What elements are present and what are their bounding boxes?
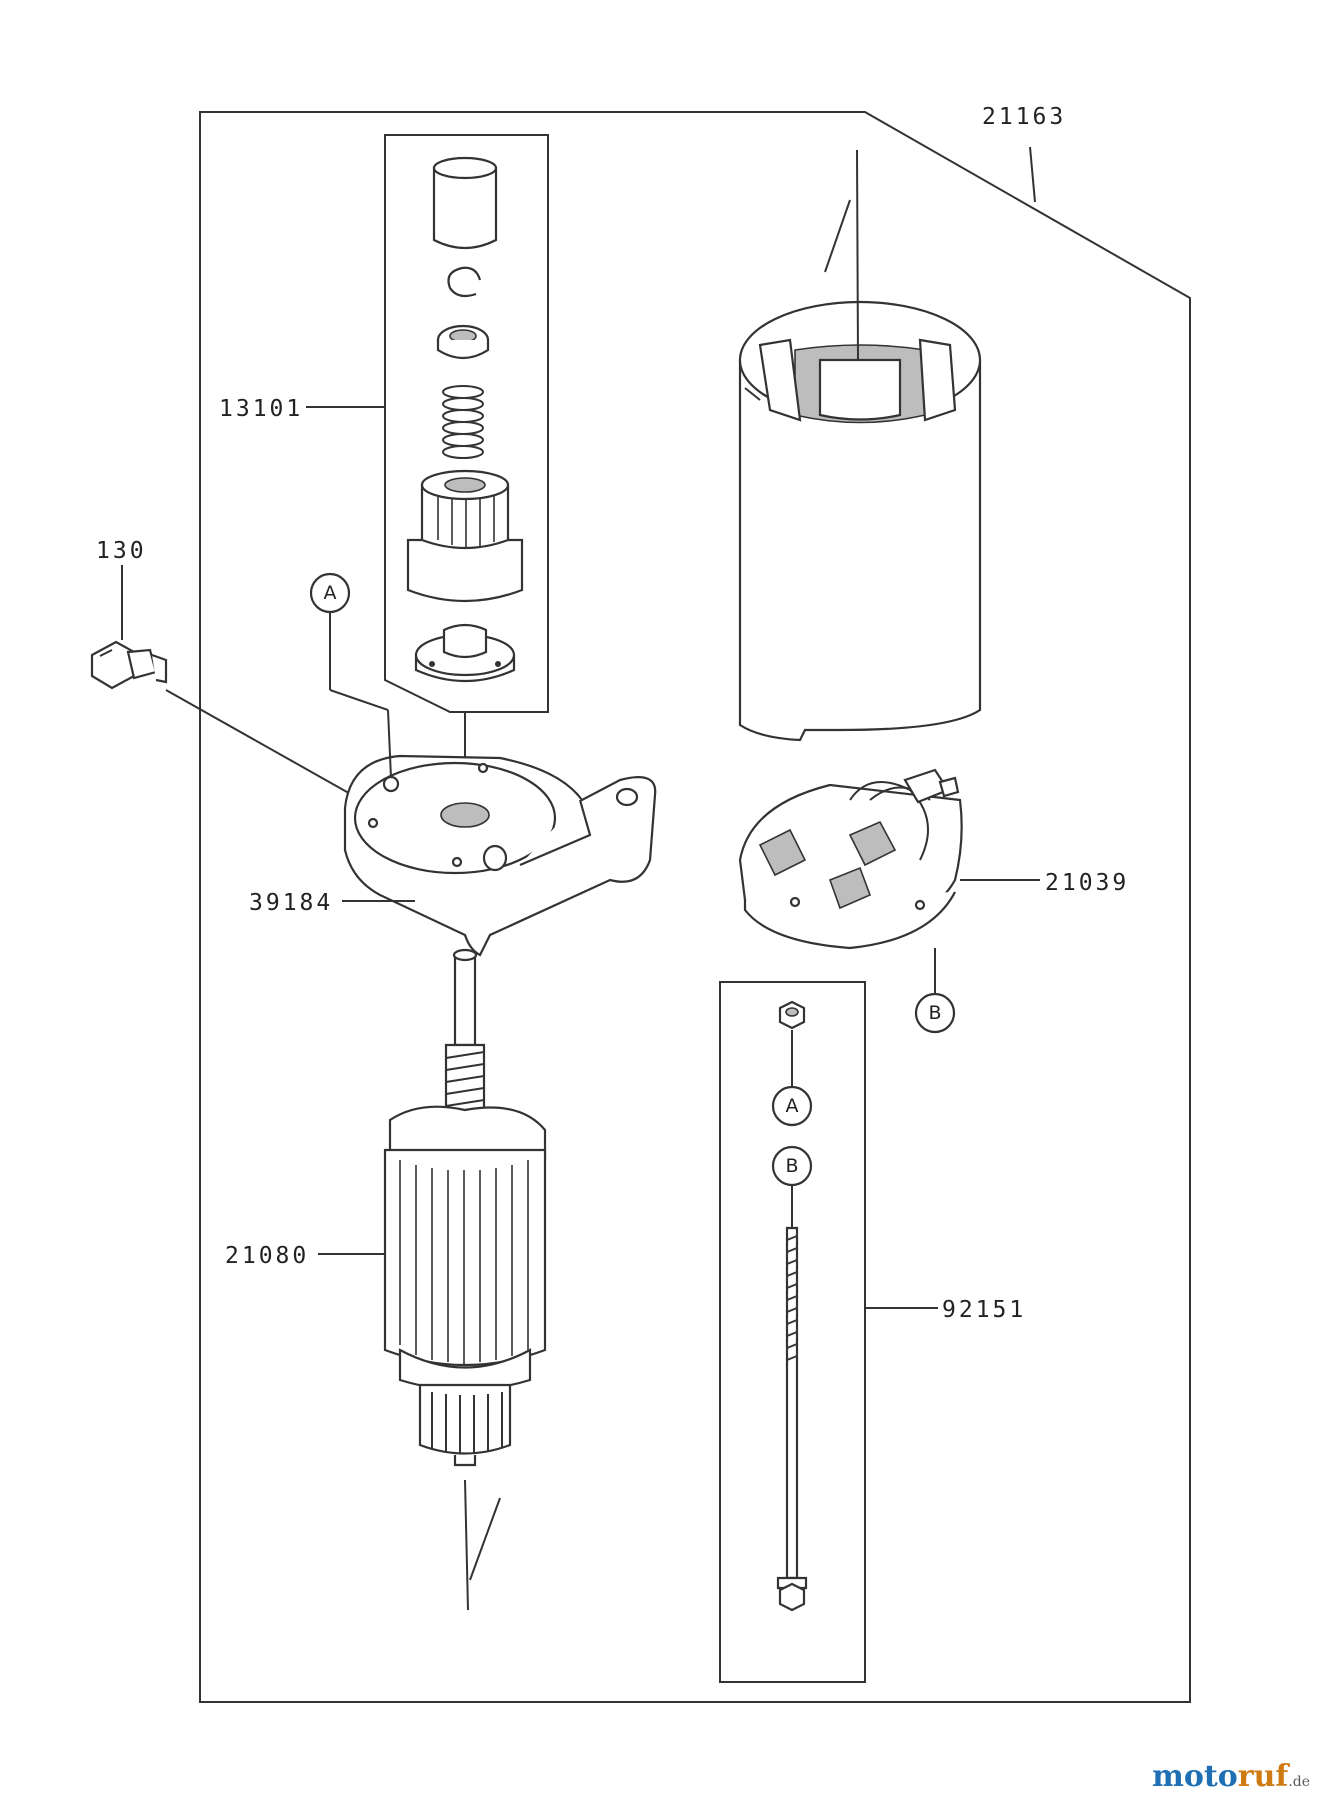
yoke-housing bbox=[738, 300, 982, 742]
callout-A-top: A bbox=[309, 572, 351, 614]
callout-A-bottom-text: A bbox=[786, 1095, 799, 1117]
armature-break-line-1 bbox=[464, 1479, 469, 1611]
watermark-logo: motoruf.de bbox=[1152, 1759, 1310, 1794]
nut bbox=[778, 1000, 806, 1030]
callout-B-bottom-text: B bbox=[785, 1155, 798, 1177]
label-21163: 21163 bbox=[982, 104, 1066, 130]
leader-A-top-2 bbox=[329, 689, 389, 711]
label-21080: 21080 bbox=[225, 1243, 309, 1269]
armature bbox=[383, 948, 547, 1467]
leader-A-top-3 bbox=[387, 709, 392, 779]
bolt-130-guide bbox=[165, 689, 371, 806]
pinion-gear bbox=[406, 469, 524, 603]
callout-B-top: B bbox=[914, 992, 956, 1034]
drive-end-frame bbox=[343, 754, 657, 957]
armature-break-line-2 bbox=[469, 1497, 501, 1581]
label-13101: 13101 bbox=[219, 396, 303, 422]
assembly-frame bbox=[199, 111, 1191, 1703]
bolt-130 bbox=[90, 640, 168, 690]
brush-holder-plate bbox=[738, 768, 963, 950]
circlip bbox=[447, 266, 482, 298]
yoke-break-line-2 bbox=[824, 199, 851, 273]
stop-collar bbox=[436, 324, 490, 360]
label-21039: 21039 bbox=[1045, 870, 1129, 896]
label-39184: 39184 bbox=[249, 890, 333, 916]
label-92151: 92151 bbox=[942, 1297, 1026, 1323]
callout-A-bottom: A bbox=[771, 1085, 813, 1127]
pinion-kit-frame bbox=[384, 134, 549, 713]
callout-B-top-text: B bbox=[928, 1002, 941, 1024]
leader-21163 bbox=[1029, 146, 1036, 203]
pinion-spring bbox=[442, 385, 484, 459]
label-130: 130 bbox=[96, 538, 147, 564]
through-bolt bbox=[776, 1226, 808, 1612]
watermark-part2: ruf bbox=[1237, 1759, 1289, 1794]
through-bolt-kit-frame bbox=[719, 981, 866, 1683]
callout-A-top-text: A bbox=[324, 582, 337, 604]
callout-B-bottom: B bbox=[771, 1145, 813, 1187]
pinion-flange bbox=[414, 623, 516, 683]
watermark-part3: .de bbox=[1288, 1774, 1310, 1790]
drive-cap bbox=[432, 156, 498, 250]
watermark-part1: moto bbox=[1152, 1759, 1238, 1794]
yoke-break-line-1 bbox=[856, 149, 859, 361]
